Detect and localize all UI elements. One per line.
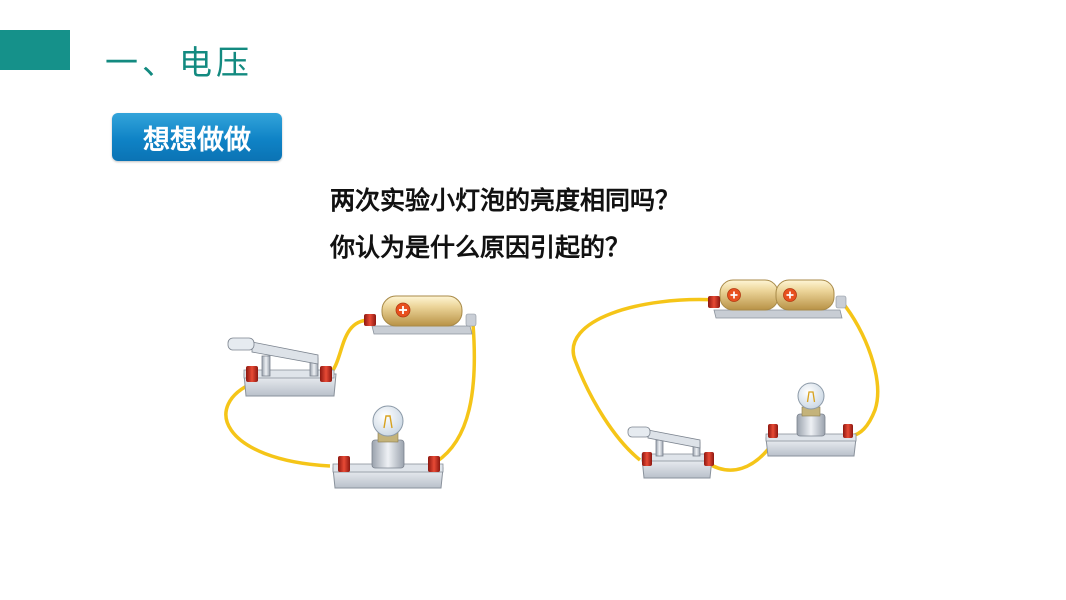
light-bulb	[765, 382, 857, 457]
activity-badge: 想想做做	[112, 113, 282, 161]
battery-holder	[364, 295, 477, 335]
left-circuit	[224, 295, 477, 489]
title-accent-bar	[0, 30, 70, 70]
wire	[571, 297, 717, 462]
wire	[326, 318, 371, 378]
question-1: 两次实验小灯泡的亮度相同吗？	[330, 186, 681, 215]
wire	[435, 323, 477, 464]
plus-icon	[783, 288, 797, 302]
plus-icon	[727, 288, 741, 302]
right-circuit	[571, 279, 880, 479]
wire	[840, 300, 880, 438]
knife-switch	[227, 337, 337, 397]
battery-holder	[708, 279, 847, 319]
plus-icon	[395, 302, 411, 318]
wire	[705, 439, 777, 472]
section-title: 一、电压	[105, 43, 253, 82]
knife-switch	[627, 426, 714, 479]
question-2: 你认为是什么原因引起的？	[330, 233, 631, 262]
wire	[224, 380, 331, 468]
light-bulb	[332, 405, 444, 489]
